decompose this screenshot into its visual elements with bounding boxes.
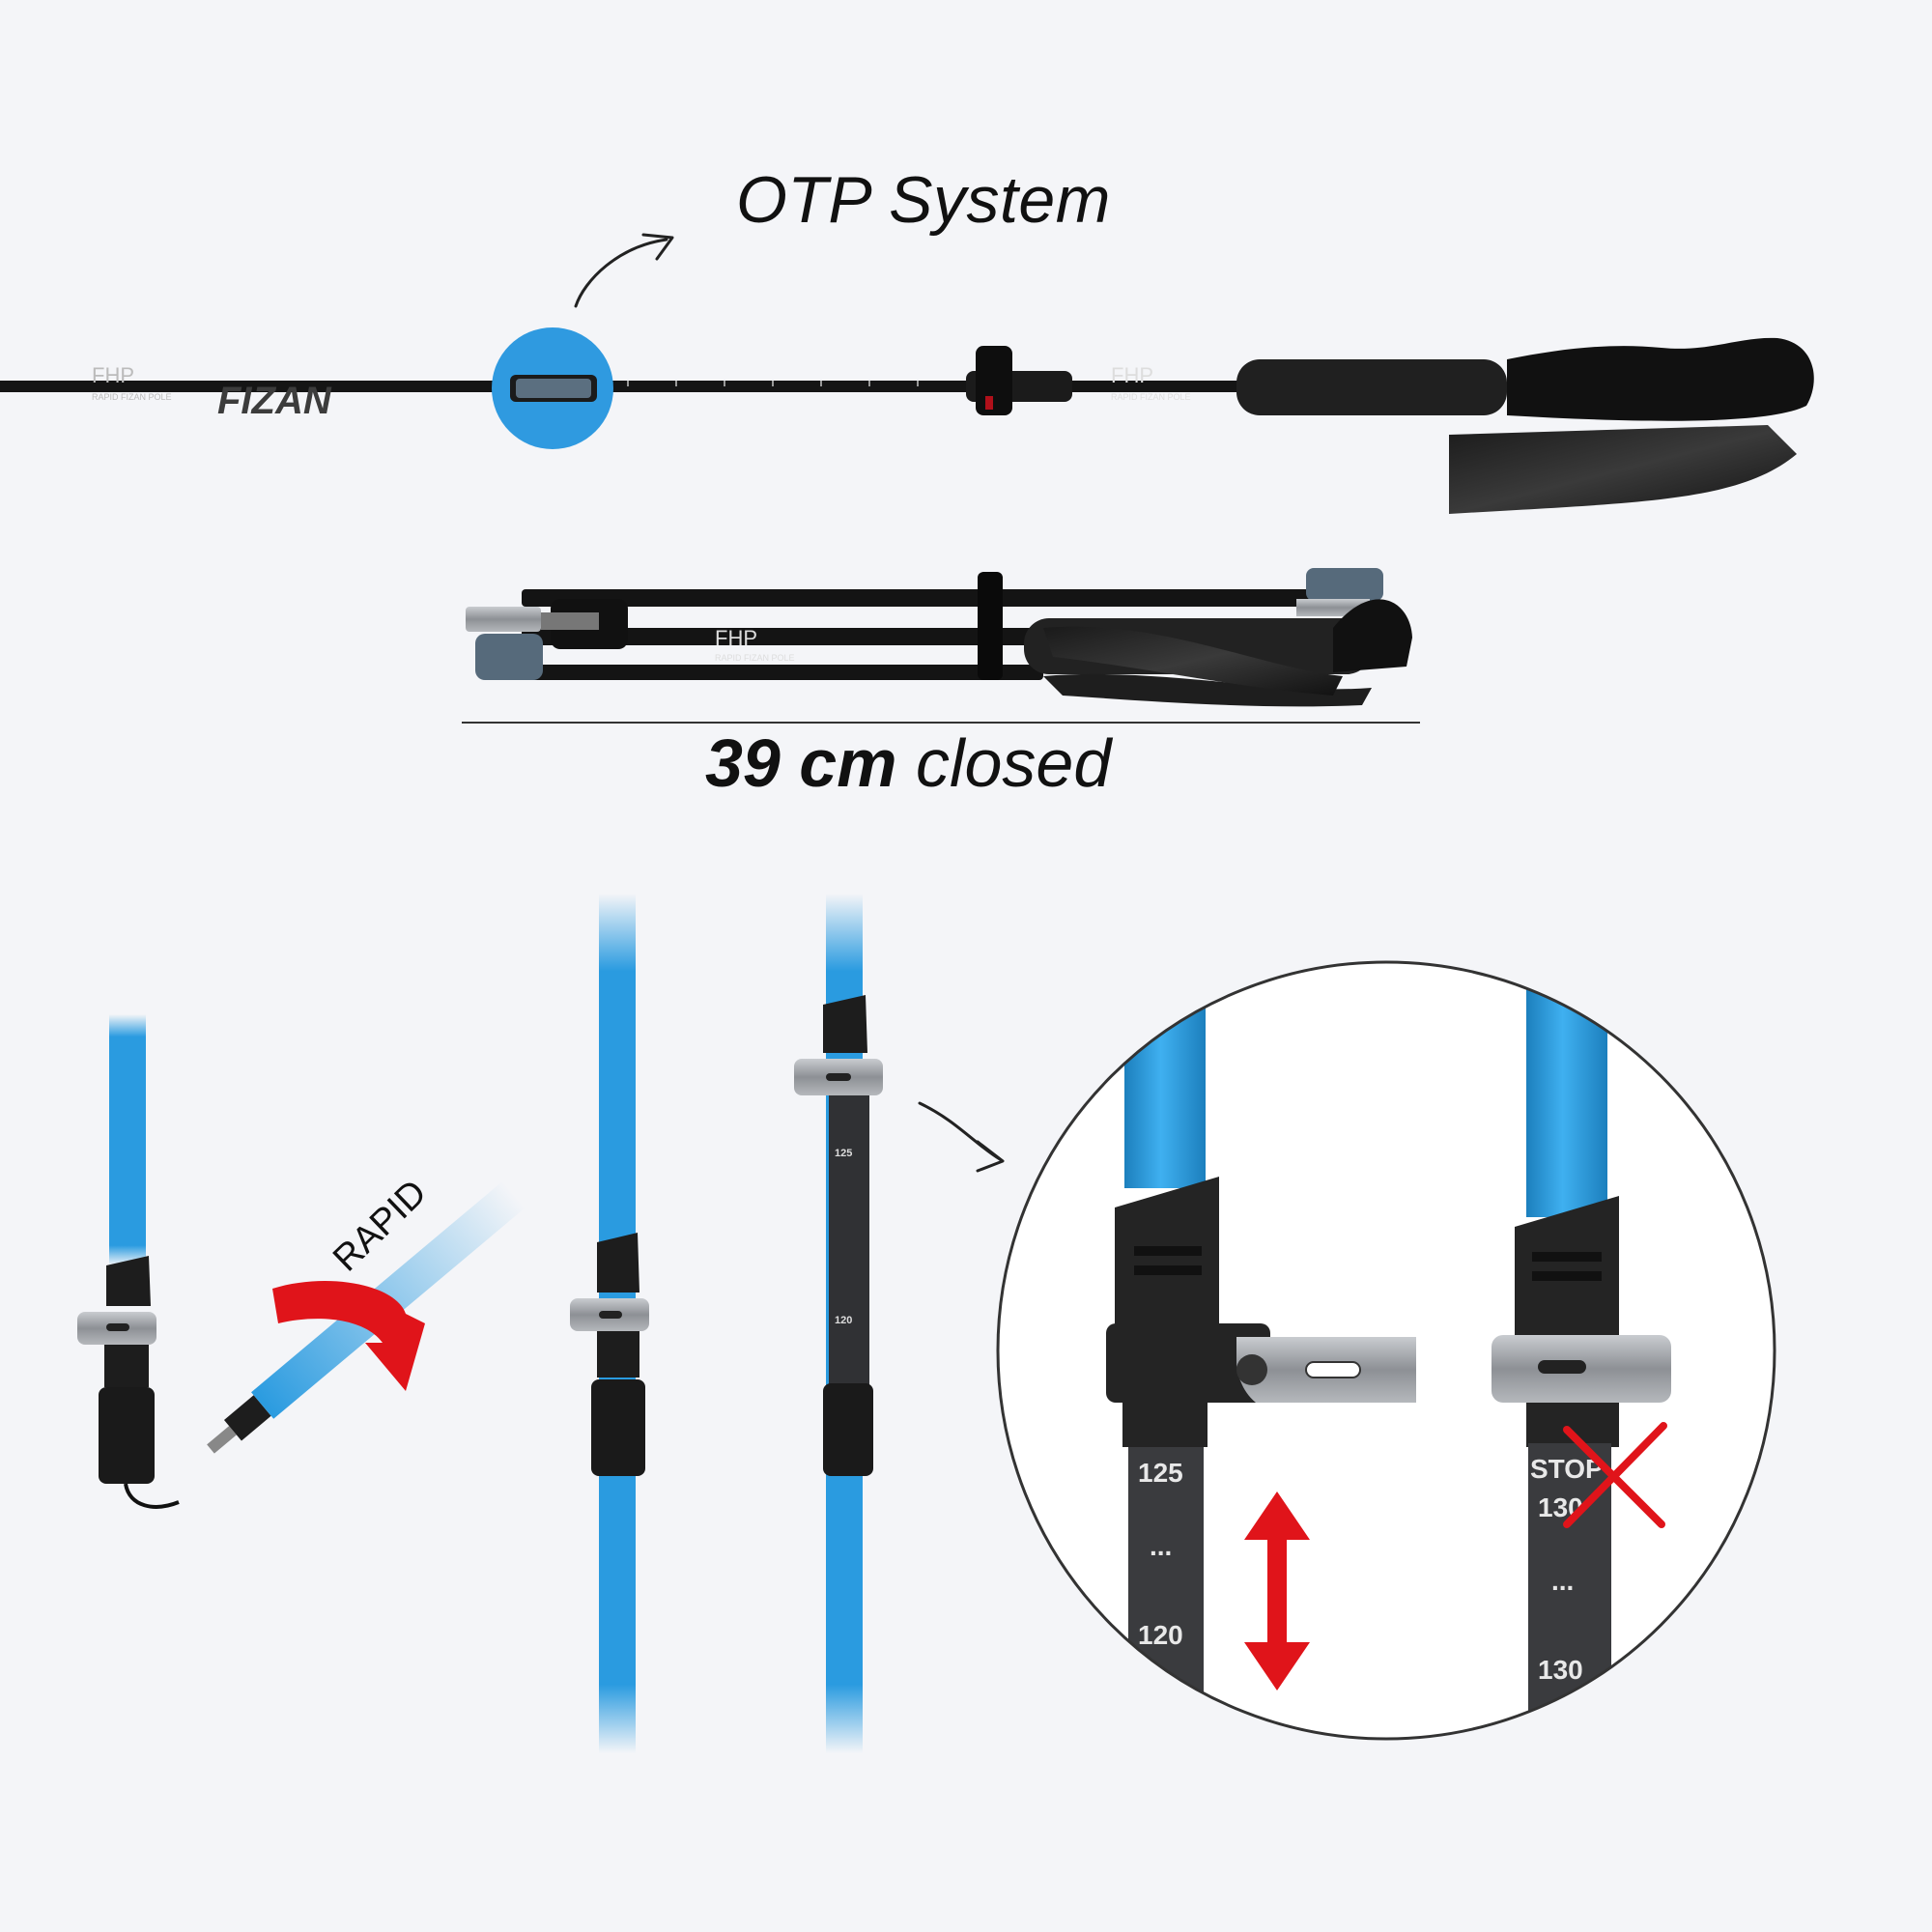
detail-left-mark-120: 120 [1138,1620,1183,1650]
folded-upper-clamp [1306,568,1383,601]
step-fold: RAPID [77,1014,526,1509]
pole-model-text: RAPID FIZAN POLE [92,392,172,402]
rotate-arrow-icon [272,1281,425,1391]
zoom-pointer-arrow-icon [918,1101,1005,1173]
detail-left-mark-dots: ... [1150,1531,1172,1561]
step1-joint [99,1387,155,1484]
step3-mark-125: 125 [835,1148,852,1159]
folded-model-text: RAPID FIZAN POLE [715,653,795,663]
step2-joint [591,1379,645,1476]
folded-handle [1333,599,1412,672]
blocked-x-icon [1563,1422,1667,1528]
pole-brand-text: FIZAN [217,380,332,422]
step3-joint [823,1383,873,1476]
otp-highlight [492,327,613,449]
folded-lower-clamp [475,634,543,680]
detail-right-mark-130: 130 [1538,1655,1583,1685]
closed-length-value: 39 cm [705,725,897,801]
upper-model-text: RAPID FIZAN POLE [1111,392,1191,402]
zoom-detail: 125 ... 120 STOP 130 ... 130 [996,960,1776,1741]
lever-lock [976,346,1012,415]
handle-grip [1507,337,1814,421]
closed-length-suffix: closed [915,725,1112,801]
detail-right-cuff [1515,1196,1619,1343]
step1-lower-cuff [106,1256,151,1306]
step3-scale-tube [829,1095,869,1385]
step1-upper-shaft [109,1014,146,1265]
folded-logo-text: FHP [715,626,757,650]
extended-pole: FIZAN FHP RAPID FIZAN POLE FHP RAPID FIZ… [0,337,1814,514]
foam-grip [1236,359,1507,415]
step3-mark-120: 120 [835,1315,852,1326]
wrist-strap [1449,425,1797,514]
adjust-arrow-icon [1244,1492,1310,1690]
detail-right-mark-dots: ... [1551,1566,1574,1596]
closed-length-caption: 39 cm closed [705,724,1111,802]
folded-tip-clamp [466,607,541,632]
otp-pointer-arrow-icon [574,233,674,308]
detail-right-blue-tube [1526,962,1607,1217]
pole-shaft [0,381,1246,392]
zoom-circle-border [996,960,1776,1741]
folded-pole: FHP RAPID FIZAN POLE [466,568,1412,707]
upper-logo-text: FHP [1111,363,1153,387]
detail-left-blue-tube [1124,962,1206,1188]
pole-logo-text: FHP [92,363,134,387]
step1-cord [124,1483,180,1509]
detail-left-mark-125: 125 [1138,1458,1183,1488]
detail-left-clamp-body [1106,1323,1270,1403]
step-assembled [570,894,649,1753]
step-extended: 125 120 [794,894,883,1753]
otp-system-title: OTP System [736,163,1111,237]
detail-left-scale-tube [1128,1447,1204,1739]
folded-velcro-strap [978,572,1003,680]
